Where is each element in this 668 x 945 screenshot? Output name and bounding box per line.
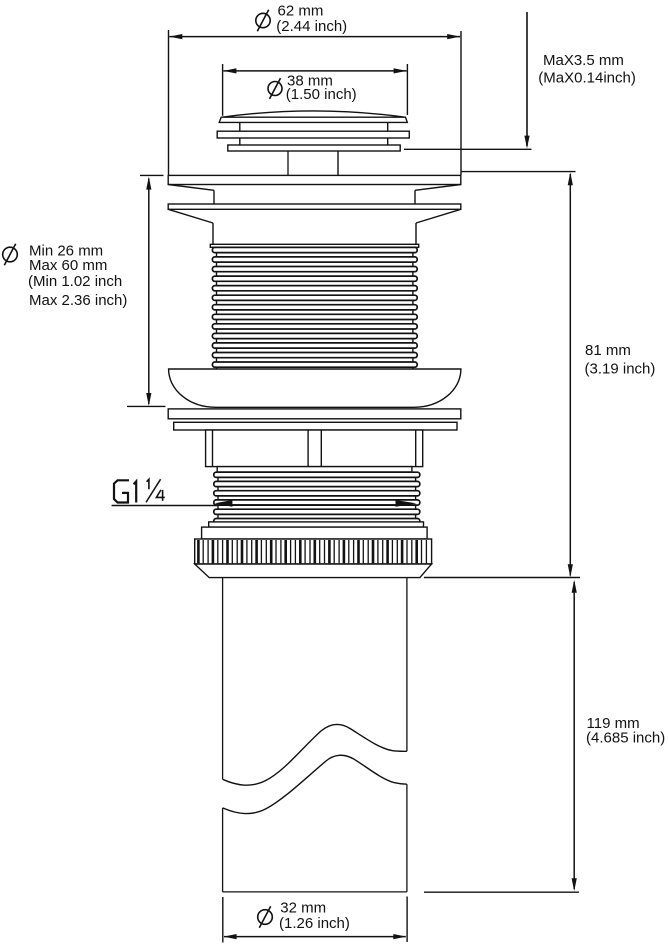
svg-text:62 mm: 62 mm — [278, 2, 324, 19]
svg-text:Max 60 mm: Max 60 mm — [29, 257, 107, 274]
svg-text:(1.26 inch): (1.26 inch) — [279, 915, 350, 932]
svg-text:(3.19 inch): (3.19 inch) — [585, 360, 656, 377]
svg-text:(MaX0.14inch): (MaX0.14inch) — [538, 70, 636, 87]
svg-text:(1.50 inch): (1.50 inch) — [286, 86, 357, 103]
svg-text:(4.685 inch): (4.685 inch) — [586, 729, 665, 746]
svg-text:Min 26 mm: Min 26 mm — [29, 242, 103, 259]
svg-text:38 mm: 38 mm — [287, 73, 333, 90]
svg-text:MaX3.5 mm: MaX3.5 mm — [543, 52, 624, 69]
svg-text:(2.44 inch): (2.44 inch) — [276, 18, 347, 35]
svg-text:81 mm: 81 mm — [585, 342, 631, 359]
svg-text:32 mm: 32 mm — [280, 900, 326, 917]
svg-text:119 mm: 119 mm — [587, 715, 640, 732]
svg-text:Max 2.36 inch): Max 2.36 inch) — [29, 292, 127, 309]
svg-text:(Min 1.02 inch: (Min 1.02 inch — [28, 273, 122, 290]
